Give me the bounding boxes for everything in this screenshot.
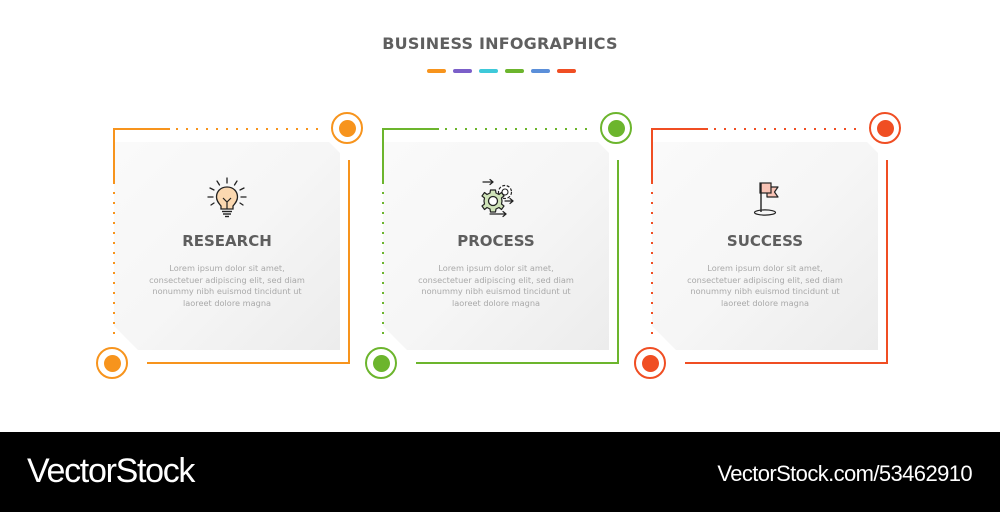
- lightbulb-icon: [202, 176, 252, 220]
- step-process: PROCESS Lorem ipsum dolor sit amet, cons…: [365, 112, 651, 382]
- node-top-right: [869, 112, 901, 144]
- frame-line: [416, 362, 619, 364]
- frame-line: [382, 128, 439, 130]
- step-title: PROCESS: [457, 232, 535, 250]
- desc-line: consectetuer adipiscing elit, sed diam: [687, 274, 843, 285]
- step-description: Lorem ipsum dolor sit amet, consectetuer…: [383, 263, 609, 310]
- frame-line: [617, 160, 619, 364]
- desc-line: consectetuer adipiscing elit, sed diam: [418, 274, 574, 285]
- frame-dotted-line: [651, 192, 653, 337]
- color-dash: [453, 69, 472, 73]
- desc-line: laoreet dolore magna: [720, 298, 810, 309]
- frame-line: [382, 128, 384, 184]
- frame-line: [685, 362, 888, 364]
- desc-line: nonummy nibh euismod tincidunt ut: [421, 286, 571, 297]
- frame-line: [651, 128, 653, 184]
- desc-line: laoreet dolore magna: [451, 298, 541, 309]
- step-description: Lorem ipsum dolor sit amet, consectetuer…: [114, 263, 340, 310]
- desc-line: nonummy nibh euismod tincidunt ut: [152, 286, 302, 297]
- brand-logo: VectorStock: [27, 452, 195, 490]
- frame-dotted-line: [445, 128, 595, 130]
- step-title: RESEARCH: [182, 232, 272, 250]
- frame-dotted-line: [382, 192, 384, 337]
- node-bottom-left: [96, 347, 128, 379]
- frame-dotted-line: [176, 128, 326, 130]
- step-success: SUCCESS Lorem ipsum dolor sit amet, cons…: [634, 112, 920, 382]
- step-research: RESEARCH Lorem ipsum dolor sit amet, con…: [96, 112, 382, 382]
- frame-line: [113, 128, 115, 184]
- node-bottom-left: [365, 347, 397, 379]
- frame-dotted-line: [113, 192, 115, 337]
- color-dash: [479, 69, 498, 73]
- desc-line: consectetuer adipiscing elit, sed diam: [149, 274, 305, 285]
- step-title: SUCCESS: [726, 232, 804, 250]
- page-title: BUSINESS INFOGRAPHICS: [382, 34, 618, 53]
- flag-icon: [740, 176, 790, 220]
- color-dash: [427, 69, 446, 73]
- color-dash: [505, 69, 524, 73]
- frame-line: [886, 160, 888, 364]
- color-dash: [557, 69, 576, 73]
- frame-line: [348, 160, 350, 364]
- frame-line: [651, 128, 708, 130]
- stock-url: VectorStock.com/53462910: [717, 461, 972, 486]
- frame-line: [113, 128, 170, 130]
- node-top-right: [331, 112, 363, 144]
- step-description: Lorem ipsum dolor sit amet, consectetuer…: [652, 263, 878, 310]
- desc-line: laoreet dolore magna: [182, 298, 272, 309]
- gears-icon: [471, 176, 521, 220]
- frame-dotted-line: [714, 128, 864, 130]
- color-dash: [531, 69, 550, 73]
- desc-line: Lorem ipsum dolor sit amet,: [438, 263, 554, 273]
- desc-line: Lorem ipsum dolor sit amet,: [707, 263, 823, 273]
- color-dash-strip: [427, 69, 576, 73]
- desc-line: Lorem ipsum dolor sit amet,: [169, 263, 285, 273]
- node-top-right: [600, 112, 632, 144]
- step-card: [114, 142, 340, 350]
- step-card: [383, 142, 609, 350]
- frame-line: [147, 362, 350, 364]
- watermark-footer: VectorStock VectorStock.com/53462910: [0, 432, 1000, 512]
- step-card: [652, 142, 878, 350]
- desc-line: nonummy nibh euismod tincidunt ut: [690, 286, 840, 297]
- node-bottom-left: [634, 347, 666, 379]
